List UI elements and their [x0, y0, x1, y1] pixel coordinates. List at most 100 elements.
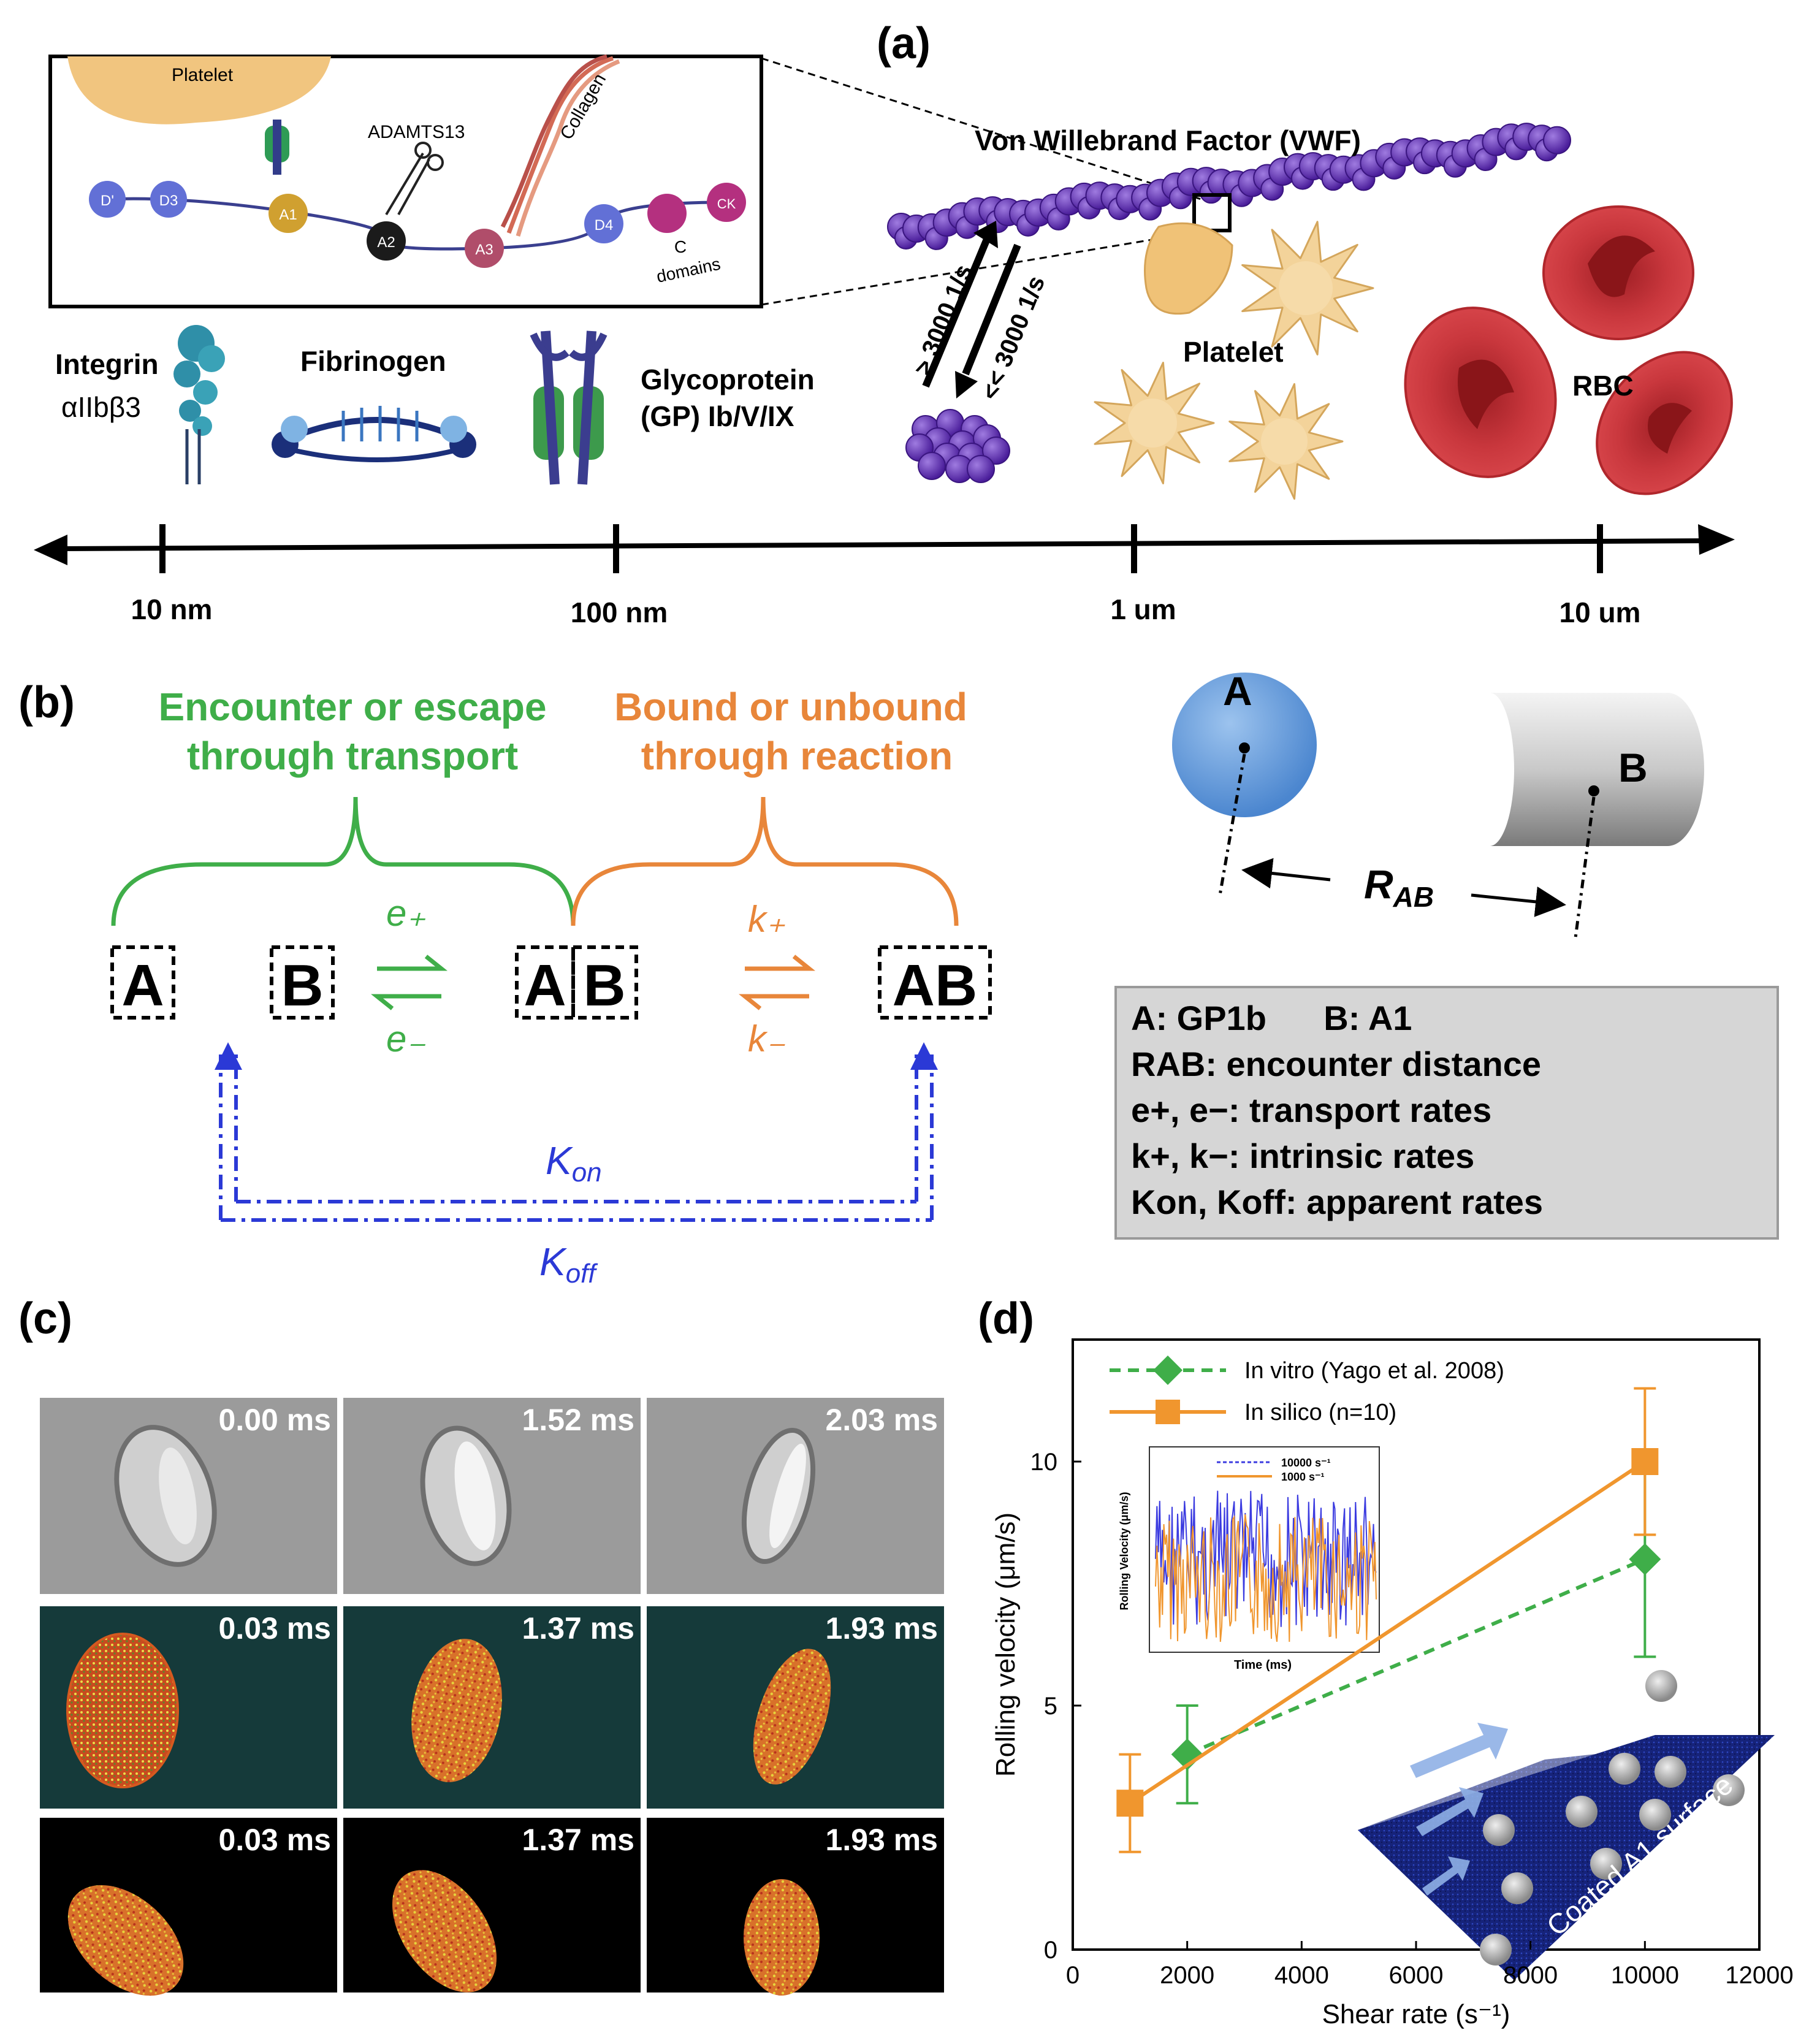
time-r2c1: 0.03 ms — [219, 1611, 331, 1645]
panel-a: (a) Platelet D' D3 — [34, 19, 1735, 628]
x-tick-label-2: 4000 — [1274, 1962, 1329, 1989]
gp-line2: (GP) Ib/V/IX — [641, 400, 794, 432]
glycoprotein-icon — [530, 330, 607, 485]
k-off: Koff — [539, 1240, 598, 1289]
legend-label-0: In vitro (Yago et al. 2008) — [1244, 1358, 1504, 1384]
length-scale-axis: 10 nm 100 nm 1 um 10 um — [34, 524, 1735, 628]
scale-tick-1um: 1 um — [1110, 593, 1176, 625]
transport-equilibrium-arrows — [371, 955, 447, 1010]
gp-line1: Glycoprotein — [641, 364, 815, 395]
time-r1c1: 0.00 ms — [219, 1403, 331, 1437]
time-r1c2: 1.52 ms — [522, 1403, 634, 1437]
vwf-title: Von Willebrand Factor (VWF) — [975, 124, 1361, 156]
e-plus: e₊ — [386, 893, 426, 934]
scale-tick-10um: 10 um — [1560, 597, 1641, 628]
series-line-1 — [1129, 1460, 1646, 1805]
species-boxes — [110, 945, 992, 1020]
integrin-title: Integrin — [55, 348, 159, 380]
x-tick-label-4: 8000 — [1503, 1962, 1558, 1989]
data-point-0-0 — [1171, 1738, 1203, 1771]
orange-title-line2: through reaction — [641, 734, 953, 778]
panel-a-label: (a) — [877, 19, 931, 68]
inset-timeseries: 10000 s⁻¹ 1000 s⁻¹ Time (ms) Rolling Vel… — [1118, 1446, 1380, 1672]
panel-c: (c) — [18, 1294, 944, 1996]
legend-line-5: Kon, Koff: apparent rates — [1131, 1183, 1543, 1221]
domain-a1: A1 — [279, 207, 297, 223]
time-r2c2: 1.37 ms — [522, 1611, 634, 1645]
scale-tick-100nm: 100 nm — [571, 597, 668, 628]
domain-d-prime: D' — [101, 193, 114, 209]
rbc-label: RBC — [1572, 370, 1634, 402]
cylinder-b — [1468, 693, 1704, 846]
integrin-icon — [173, 325, 225, 484]
k-plus: k₊ — [748, 899, 786, 940]
box-ab-complex: AB — [893, 953, 978, 1018]
x-tick-label-5: 10000 — [1611, 1962, 1679, 1989]
box-a-encounter: A — [524, 953, 566, 1018]
time-r3c1: 0.03 ms — [219, 1823, 331, 1857]
simulation-row-2 — [40, 1606, 944, 1809]
series-0: In vitro (Yago et al. 2008) — [1110, 1356, 1661, 1805]
shear-arrows: > 3000 1/s << 3000 1/s — [909, 221, 1051, 403]
panel-d-label: (d) — [978, 1294, 1034, 1343]
time-labels: 0.00 ms 1.52 ms 2.03 ms 0.03 ms 1.37 ms … — [219, 1403, 938, 1857]
orange-title-line1: Bound or unbound — [614, 685, 967, 729]
legend-line-4: k+, k−: intrinsic rates — [1131, 1137, 1474, 1175]
k-on: Kon — [546, 1138, 602, 1188]
inset-platelet-label: Platelet — [172, 65, 234, 85]
rbc-cells — [1404, 205, 1733, 495]
series-line-0 — [1186, 1557, 1646, 1756]
y-tick-label-1: 5 — [1044, 1693, 1057, 1720]
legend-marker-1 — [1156, 1400, 1180, 1424]
x-tick-label-0: 0 — [1066, 1962, 1080, 1989]
domain-a2: A2 — [377, 234, 395, 251]
scissors-icon — [385, 142, 444, 216]
time-r2c3: 1.93 ms — [826, 1611, 938, 1645]
x-tick-label-1: 2000 — [1160, 1962, 1214, 1989]
encounter-geometry — [1172, 673, 1704, 939]
vwf-domain-inset: Platelet D' D3 A1 A2 A3 — [48, 54, 763, 308]
time-r3c2: 1.37 ms — [522, 1823, 634, 1857]
inset-legend-2: 1000 s⁻¹ — [1281, 1471, 1325, 1483]
inset-connector-bottom — [761, 229, 1211, 306]
adamts13-label: ADAMTS13 — [368, 122, 465, 142]
inset-ylabel: Rolling Velocity (μm/s) — [1118, 1492, 1130, 1610]
fibrinogen-title: Fibrinogen — [300, 345, 446, 377]
platelet-cells — [1094, 221, 1374, 500]
panel-d: (d) 10000 s⁻¹ 1000 s⁻¹ Time (ms) Rolling… — [978, 1294, 1794, 2029]
orange-brace — [571, 796, 959, 926]
flow-arrow-1-icon — [1410, 1723, 1508, 1778]
legend-line-1: A: GP1b B: A1 — [1131, 999, 1412, 1037]
gp-receptor-icon — [265, 120, 289, 175]
loop-arrow-left-icon — [215, 1042, 242, 1070]
y-axis-label: Rolling velocity (μm/s) — [991, 1512, 1021, 1777]
x-axis-label: Shear rate (s⁻¹) — [1322, 1999, 1510, 2029]
domain-d3: D3 — [159, 193, 178, 209]
y-tick-label-0: 0 — [1044, 1937, 1057, 1964]
inset-legend-1: 10000 s⁻¹ — [1281, 1457, 1331, 1469]
inset-connector-top — [761, 57, 1211, 204]
legend-label-1: In silico (n=10) — [1244, 1400, 1396, 1425]
micrograph-row-1 — [40, 1398, 944, 1594]
data-point-1-0 — [1116, 1790, 1144, 1817]
legend-line-2: RAB: encounter distance — [1131, 1045, 1541, 1083]
green-title-line1: Encounter or escape — [158, 685, 546, 729]
flow-arrow-3-icon — [1422, 1856, 1470, 1896]
k-minus: k₋ — [748, 1018, 786, 1059]
box-b: B — [281, 953, 323, 1018]
e-minus: e₋ — [386, 1018, 426, 1059]
x-tick-label-3: 6000 — [1389, 1962, 1444, 1989]
reaction-equilibrium-arrows — [739, 955, 815, 1010]
legend-box: A: GP1b B: A1 RAB: encounter distance e+… — [1114, 986, 1779, 1240]
domain-d4: D4 — [595, 217, 614, 234]
data-point-0-1 — [1629, 1543, 1661, 1576]
fibrinogen-icon — [272, 406, 476, 462]
y-tick-label-2: 10 — [1030, 1449, 1058, 1476]
platelet-label: Platelet — [1183, 336, 1284, 368]
shear-down-label: << 3000 1/s — [977, 272, 1051, 403]
green-brace — [111, 796, 576, 926]
vwf-strand — [887, 123, 1571, 250]
time-r3c3: 1.93 ms — [826, 1823, 938, 1857]
inset-xlabel: Time (ms) — [1234, 1658, 1292, 1672]
